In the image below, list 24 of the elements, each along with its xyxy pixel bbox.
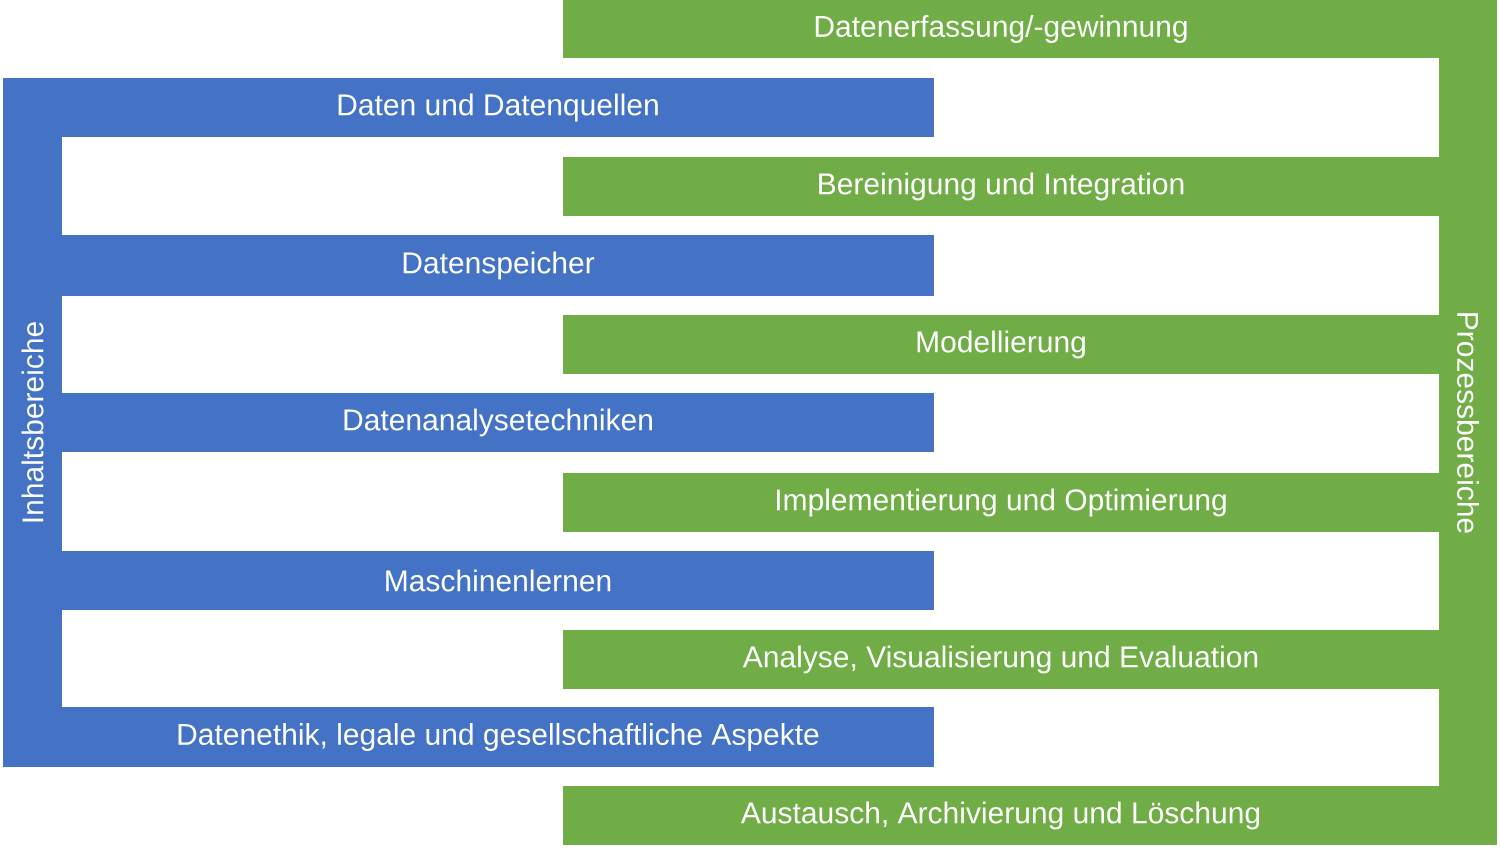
node-label: Implementierung und Optimierung — [776, 488, 1226, 517]
node-label: Maschinenlernen — [386, 569, 611, 592]
process-bar: Modellierung — [563, 315, 1439, 374]
content-bar: Daten und Datenquellen — [62, 78, 934, 137]
node-label: Datenerfassung/-gewinnung — [815, 15, 1187, 43]
process-bar: Datenerfassung/-gewinnung — [563, 0, 1439, 58]
node-label: Daten und Datenquellen — [338, 93, 658, 122]
content-bar: Datenspeicher — [62, 235, 934, 296]
process-spine: Prozessbereiche — [1439, 0, 1497, 845]
node-label: Datenethik, legale und gesellschaftliche Aspekte — [178, 723, 819, 751]
process-bar: Analyse, Visualisierung und Evaluation — [563, 630, 1439, 689]
node-label: Modellierung — [917, 330, 1085, 359]
content-bar: Datenethik, legale und gesellschaftliche Aspekte — [62, 707, 934, 767]
content-bar: Maschinenlernen — [62, 551, 934, 610]
process-bar: Bereinigung und Integration — [563, 157, 1439, 216]
node-label: Datenanalysetechniken — [344, 408, 652, 437]
node-label: Datenspeicher — [403, 251, 595, 280]
node-label: Bereinigung und Integration — [819, 172, 1184, 201]
node-label: Austausch, Archivierung und Löschung — [740, 801, 1260, 830]
content-spine: Inhaltsbereiche — [3, 78, 62, 767]
process-bar: Austausch, Archivierung und Löschung — [563, 786, 1439, 845]
node-label: Analyse, Visualisierung und Evaluation — [742, 645, 1258, 674]
content-bar: Datenanalysetechniken — [62, 393, 934, 452]
process-bar: Implementierung und Optimierung — [563, 473, 1439, 532]
